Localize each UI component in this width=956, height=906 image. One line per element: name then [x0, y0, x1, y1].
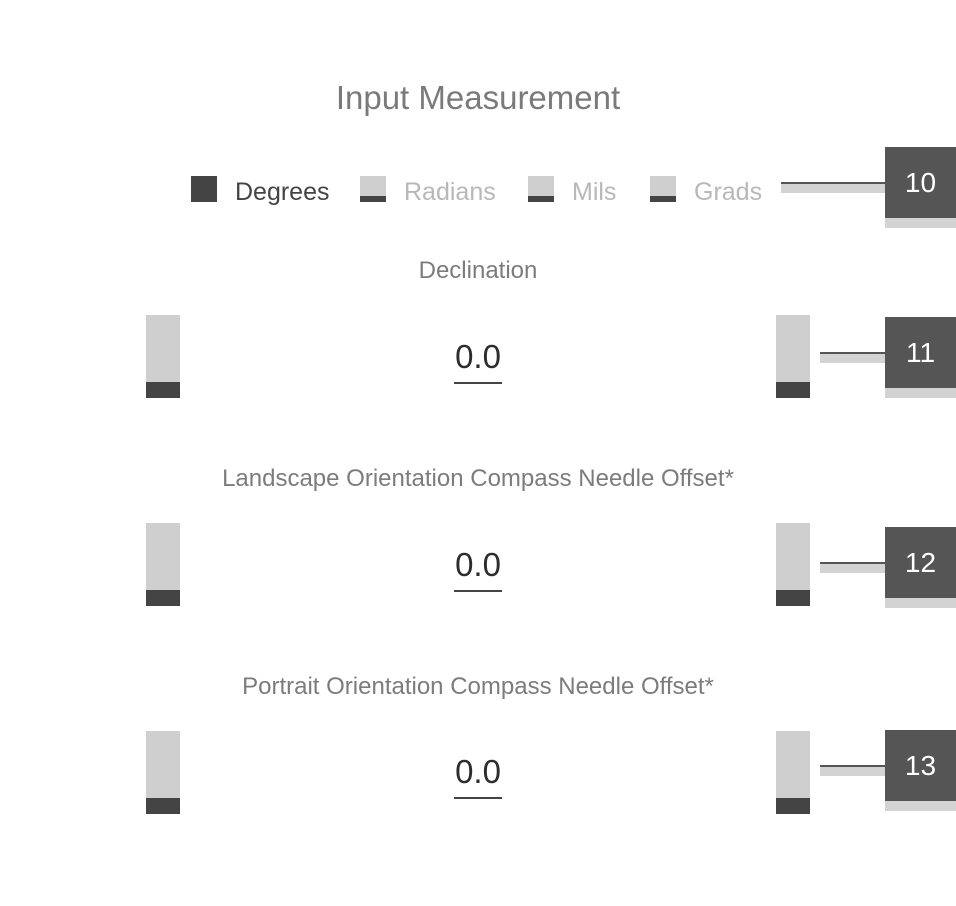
declination-input[interactable]: 0.0 — [455, 338, 501, 375]
callout-badge-shadow — [885, 801, 956, 811]
portrait-offset-input[interactable]: 0.0 — [455, 753, 501, 790]
landscape-offset-input-underline — [454, 590, 502, 592]
page-title: Input Measurement — [335, 79, 621, 116]
unit-option-grads[interactable]: Grads — [650, 172, 762, 212]
landscape-offset-input[interactable]: 0.0 — [455, 546, 501, 583]
radio-unselected-icon — [360, 176, 386, 202]
radio-unselected-icon — [528, 176, 554, 202]
callout-badge-10: 10 — [885, 147, 956, 218]
unit-option-degrees[interactable]: Degrees — [191, 172, 330, 212]
unit-label-grads: Grads — [694, 178, 763, 206]
portrait-offset-label: Portrait Orientation Compass Needle Offs… — [242, 673, 714, 700]
landscape-offset-label: Landscape Orientation Compass Needle Off… — [222, 465, 734, 492]
unit-label-mils: Mils — [572, 178, 617, 206]
declination-increment-button[interactable] — [776, 315, 810, 398]
unit-label-degrees: Degrees — [235, 178, 330, 206]
portrait-offset-input-underline — [454, 797, 502, 799]
radio-selected-icon — [191, 176, 217, 202]
landscape-offset-increment-button[interactable] — [776, 523, 810, 606]
declination-input-underline — [454, 382, 502, 384]
portrait-offset-increment-button[interactable] — [776, 731, 810, 814]
unit-label-radians: Radians — [404, 178, 496, 206]
callout-badge-shadow — [885, 598, 956, 608]
callout-leader-line — [820, 765, 885, 776]
callout-badge-shadow — [885, 388, 956, 398]
callout-leader-line — [820, 562, 885, 573]
declination-decrement-button[interactable] — [146, 315, 180, 398]
unit-option-radians[interactable]: Radians — [360, 172, 496, 212]
callout-leader-line — [820, 352, 885, 363]
unit-option-mils[interactable]: Mils — [528, 172, 616, 212]
landscape-offset-decrement-button[interactable] — [146, 523, 180, 606]
callout-badge-shadow — [885, 218, 956, 228]
callout-leader-line — [781, 182, 885, 193]
callout-badge-13: 13 — [885, 730, 956, 801]
callout-badge-12: 12 — [885, 527, 956, 598]
radio-unselected-icon — [650, 176, 676, 202]
declination-label: Declination — [418, 257, 538, 284]
callout-badge-11: 11 — [885, 317, 956, 388]
portrait-offset-decrement-button[interactable] — [146, 731, 180, 814]
